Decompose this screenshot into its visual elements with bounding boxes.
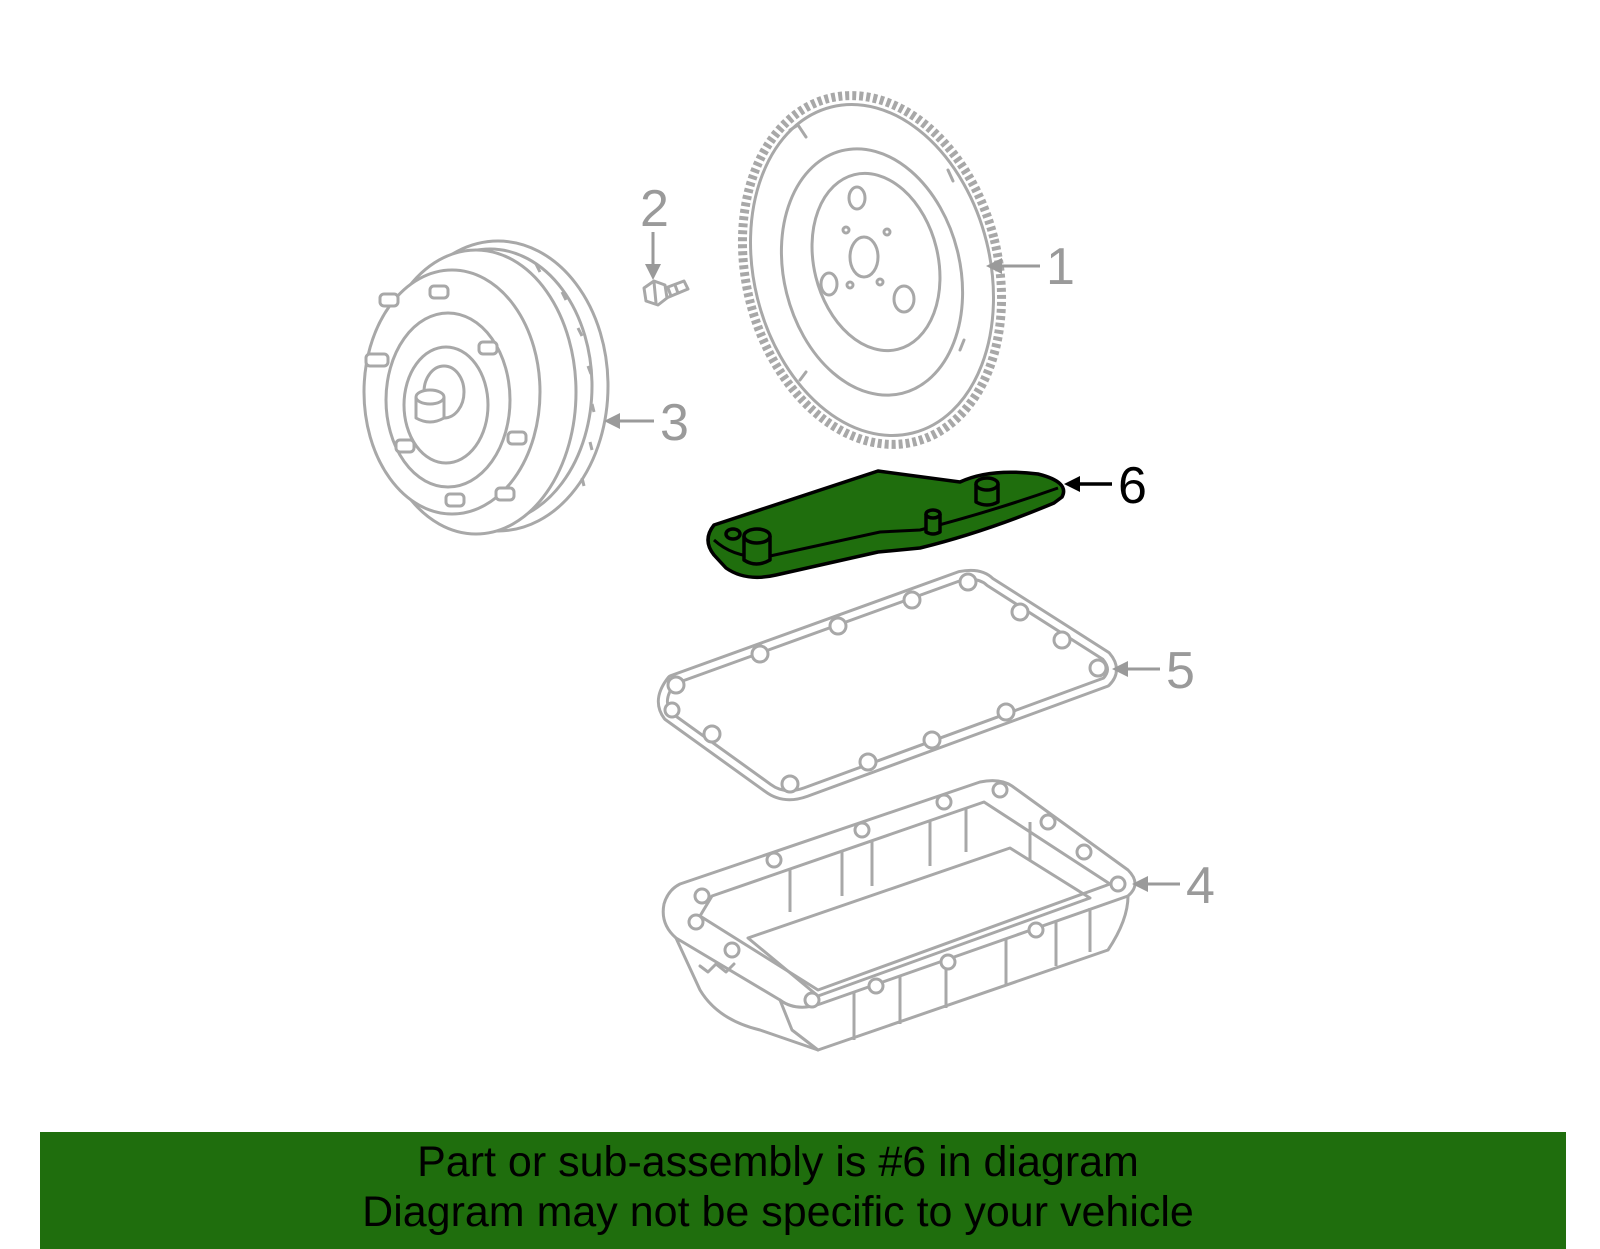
banner-line-part-number: Part or sub-assembly is #6 in diagram [417,1138,1139,1186]
pan-gasket-part [656,568,1160,802]
torque-converter-part [362,239,654,536]
banner-line-disclaimer: Diagram may not be specific to your vehi… [362,1188,1194,1236]
transmission-filter-part [706,469,1112,580]
oil-pan-part [661,779,1180,1052]
bolt-part [642,232,690,307]
callout-label-1: 1 [1046,238,1075,296]
callout-label-5: 5 [1166,642,1195,700]
callout-label-3: 3 [660,394,689,452]
flywheel-part [737,91,1040,449]
info-banner: Part or sub-assembly is #6 in diagram Di… [40,1132,1566,1249]
callout-label-6: 6 [1118,457,1147,515]
callout-label-2: 2 [640,180,669,238]
callout-label-4: 4 [1186,857,1215,915]
